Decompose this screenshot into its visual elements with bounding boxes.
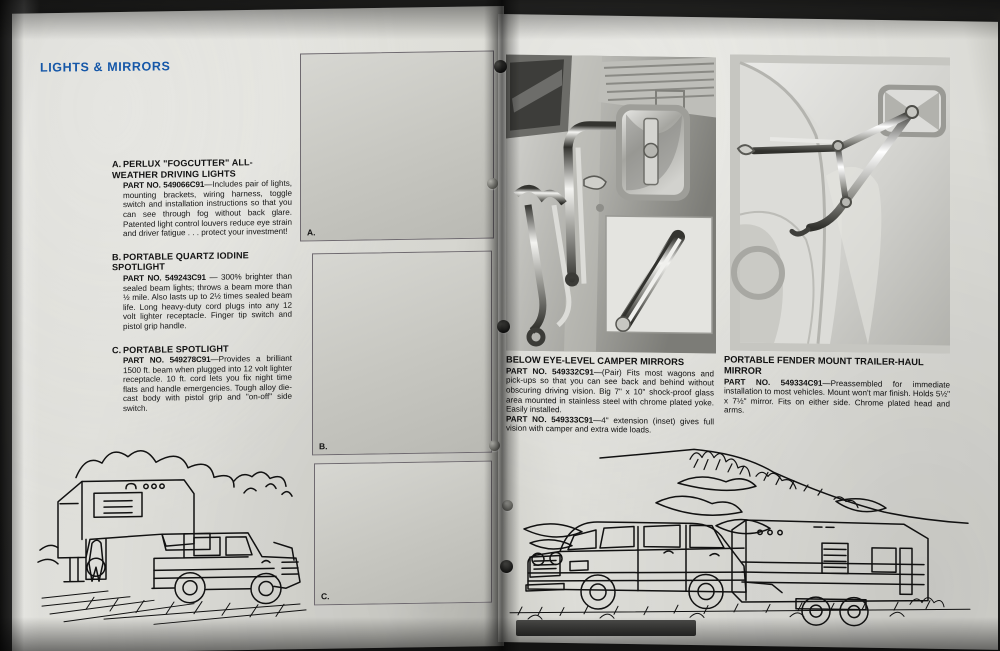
catalog-item-a: A.PERLUX "FOGCUTTER" ALL-WEATHER DRIVING…	[112, 157, 292, 239]
spine-binding	[516, 620, 696, 636]
wagon-trailer-line-art	[509, 448, 971, 627]
section-header: LIGHTS & MIRRORS	[40, 59, 171, 75]
binder-hole-top	[494, 60, 507, 73]
item-a-part-number: PART NO. 549066C91	[123, 180, 205, 191]
camper-mirrors-paragraph-2: PART NO. 549333C91—4" extension (inset) …	[506, 414, 714, 436]
binder-hole-bottom	[500, 560, 513, 573]
catalog-item-c: C.PORTABLE SPOTLIGHT PART NO. 549278C91—…	[112, 342, 292, 414]
photo-b-background	[313, 251, 491, 455]
item-c-body-paragraph: PART NO. 549278C91—Provides a brilliant …	[112, 354, 292, 414]
catalog-item-b: B.PORTABLE QUARTZ IODINE SPOTLIGHT PART …	[112, 249, 292, 331]
photo-fender-mirror	[730, 54, 950, 354]
camper-mirror-photo	[506, 54, 716, 354]
photo-frame-a: PERLUX FOGCUTTER A.	[300, 50, 494, 242]
item-b-heading: B.PORTABLE QUARTZ IODINE SPOTLIGHT	[112, 249, 292, 273]
binder-hole-upper-left	[487, 178, 498, 189]
photo-c-label: C.	[321, 591, 330, 602]
photo-c-background	[315, 461, 491, 605]
binder-hole-middle	[497, 320, 510, 333]
item-b-part-number: PART NO. 549243C91	[123, 272, 206, 284]
photo-frame-b: B.	[312, 250, 492, 456]
item-a-title: PERLUX "FOGCUTTER" ALL-WEATHER DRIVING L…	[112, 157, 253, 180]
item-a-heading: A.PERLUX "FOGCUTTER" ALL-WEATHER DRIVING…	[112, 157, 292, 181]
left-text-column: A.PERLUX "FOGCUTTER" ALL-WEATHER DRIVING…	[112, 157, 292, 427]
item-c-letter: C.	[112, 344, 122, 355]
photo-a-label: A.	[307, 227, 316, 238]
camper-mirrors-part-2: PART NO. 549333C91	[506, 414, 594, 425]
item-a-body-paragraph: PART NO. 549066C91—Includes pair of ligh…	[112, 179, 292, 239]
item-c-part-number: PART NO. 549278C91	[123, 354, 211, 366]
item-b-title: PORTABLE QUARTZ IODINE SPOTLIGHT	[112, 250, 249, 273]
fender-mirror-heading: PORTABLE FENDER MOUNT TRAILER-HAUL MIRRO…	[724, 354, 924, 376]
photo-frame-c: C.	[314, 460, 492, 606]
item-b-body-paragraph: PART NO. 549243C91 — 300% brighter than …	[112, 272, 292, 332]
photo-camper-mirror	[506, 54, 716, 354]
item-a-letter: A.	[112, 159, 122, 170]
left-illustration	[34, 436, 314, 630]
camper-mirrors-part-1: PART NO. 549332C91	[506, 366, 594, 377]
right-illustration	[504, 439, 974, 642]
binder-hole-right-lower	[502, 500, 513, 511]
item-c-title: PORTABLE SPOTLIGHT	[123, 343, 229, 355]
photo-a-background	[301, 51, 493, 241]
camper-mirrors-paragraph-1: PART NO. 549332C91—(Pair) Fits most wago…	[506, 366, 714, 417]
right-column-camper-mirrors: BELOW EYE-LEVEL CAMPER MIRRORS PART NO. …	[506, 355, 714, 437]
camper-truck-line-art	[37, 450, 307, 625]
item-b-letter: B.	[112, 251, 122, 263]
binder-hole-lower-left	[489, 440, 500, 451]
fender-mirror-photo	[730, 54, 950, 354]
fender-mirror-paragraph-1: PART NO. 549334C91—Preassembled for imme…	[724, 377, 950, 419]
right-column-fender-mirror: PORTABLE FENDER MOUNT TRAILER-HAUL MIRRO…	[724, 354, 950, 418]
photo-b-label: B.	[319, 441, 328, 452]
